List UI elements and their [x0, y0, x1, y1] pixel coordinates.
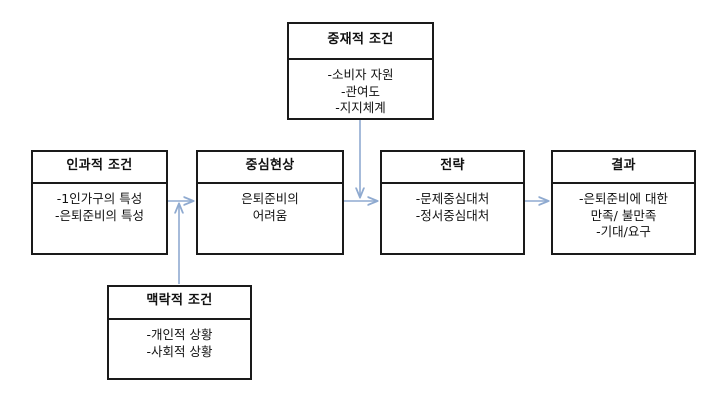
- node-line: -소비자 자원: [327, 67, 394, 82]
- node-central-phenomenon[interactable]: 중심현상 은퇴준비의 어려움: [196, 150, 344, 255]
- node-result-header: 결과: [553, 152, 694, 184]
- node-strategy[interactable]: 전략 -문제중심대처 -정서중심대처: [380, 150, 525, 255]
- node-line: -1인가구의 특성: [56, 191, 143, 206]
- node-result-body: -은퇴준비에 대한 만족/ 불만족 -기대/요구: [553, 184, 694, 253]
- node-line: -정서중심대처: [415, 207, 490, 223]
- node-intervening-conditions-body: -소비자 자원 -관여도 -지지체계: [289, 60, 432, 118]
- node-causal-conditions-header: 인과적 조건: [33, 152, 166, 184]
- node-line: -개인적 상황: [146, 327, 213, 342]
- node-intervening-conditions[interactable]: 중재적 조건 -소비자 자원 -관여도 -지지체계: [287, 22, 434, 120]
- node-strategy-header: 전략: [382, 152, 523, 184]
- node-line: -사회적 상황: [146, 343, 213, 359]
- node-line: 만족/ 불만족: [590, 207, 657, 223]
- node-causal-conditions-body: -1인가구의 특성 -은퇴준비의 특성: [33, 184, 166, 253]
- node-contextual-conditions-body: -개인적 상황 -사회적 상황: [109, 320, 250, 378]
- node-line: -은퇴준비의 특성: [55, 207, 144, 223]
- node-contextual-conditions[interactable]: 맥락적 조건 -개인적 상황 -사회적 상황: [107, 285, 252, 380]
- node-contextual-conditions-header: 맥락적 조건: [109, 287, 250, 320]
- node-line: -은퇴준비에 대한: [579, 191, 668, 206]
- node-causal-conditions[interactable]: 인과적 조건 -1인가구의 특성 -은퇴준비의 특성: [31, 150, 168, 255]
- node-line: -지지체계: [335, 100, 386, 115]
- node-line: -관여도: [340, 83, 380, 99]
- node-line: 은퇴준비의: [241, 191, 299, 206]
- node-strategy-body: -문제중심대처 -정서중심대처: [382, 184, 523, 253]
- node-result[interactable]: 결과 -은퇴준비에 대한 만족/ 불만족 -기대/요구: [551, 150, 696, 255]
- node-line: 어려움: [252, 207, 288, 223]
- node-central-phenomenon-header: 중심현상: [198, 152, 342, 184]
- node-line: -기대/요구: [596, 224, 651, 239]
- node-central-phenomenon-body: 은퇴준비의 어려움: [198, 184, 342, 253]
- node-line: -문제중심대처: [415, 191, 490, 206]
- node-intervening-conditions-header: 중재적 조건: [289, 24, 432, 60]
